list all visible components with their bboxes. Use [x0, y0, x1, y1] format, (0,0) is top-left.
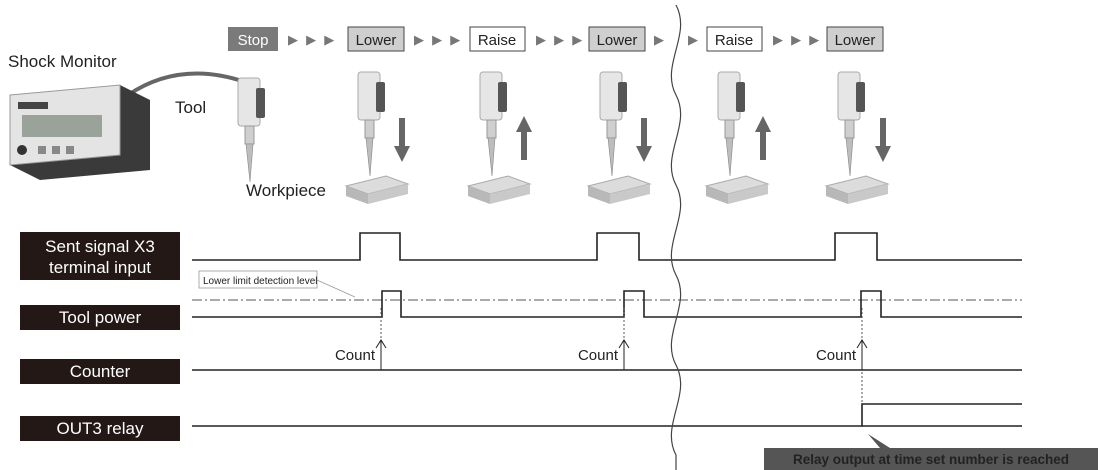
shock-monitor-label: Shock Monitor [8, 52, 117, 71]
tool-label: Tool [175, 98, 206, 117]
step-separator-short: ▶ [688, 33, 700, 48]
tool-power-label: Tool power [59, 308, 142, 327]
out3-relay-label: OUT3 relay [57, 419, 144, 438]
count-marker: Count [335, 306, 387, 370]
counter-label: Counter [70, 362, 131, 381]
down-arrow-icon [875, 118, 891, 162]
out3-relay-waveform [192, 403, 1022, 427]
monitor-logo [18, 102, 48, 109]
time-break-line [670, 4, 682, 470]
tool-illustration [837, 71, 866, 177]
lower-limit-text: Lower limit detection level [203, 276, 318, 287]
workpiece-illustration [705, 175, 769, 205]
step-lower-2: Lower [597, 32, 638, 49]
sequence-row: Stop ▶ ▶ ▶ Lower ▶ ▶ ▶ Raise ▶ ▶ ▶ Lower… [228, 26, 884, 52]
tool-illustration [717, 71, 746, 177]
step-separator: ▶ ▶ ▶ [773, 33, 821, 48]
sent-signal-waveform [192, 232, 1022, 261]
signal-label-counter: Counter [20, 359, 180, 384]
workpiece-illustration [467, 175, 531, 205]
count-marker: Count [816, 306, 868, 426]
monitor-cable [126, 71, 246, 97]
count-label: Count [335, 347, 376, 364]
tool-illustration [237, 77, 266, 183]
step-separator-short: ▶ [654, 33, 666, 48]
relay-note-text: Relay output at time set number is reach… [793, 452, 1069, 467]
step-lower-box-3 [826, 26, 884, 52]
monitor-key [52, 146, 60, 154]
signal-label-out3: OUT3 relay [20, 416, 180, 441]
monitor-button [17, 145, 27, 155]
count-label: Count [816, 347, 857, 364]
up-arrow-icon [618, 339, 630, 349]
tool-power-waveform [192, 290, 1022, 318]
signal-label-box [20, 305, 180, 330]
relay-note-pointer [868, 434, 890, 448]
step-raise-1: Raise [478, 32, 516, 49]
step-lower-box-1 [347, 26, 405, 52]
tool-illustration [357, 71, 386, 177]
down-arrow-icon [394, 118, 410, 162]
up-arrow-icon [755, 116, 771, 160]
up-arrow-icon [516, 116, 532, 160]
sent-signal-line2: terminal input [49, 258, 151, 277]
up-arrow-icon [375, 339, 387, 349]
step-lower-box-2 [588, 26, 646, 52]
sent-signal-line1: Sent signal X3 [45, 237, 155, 256]
step-raise-box-1 [469, 26, 526, 52]
monitor-display [22, 115, 102, 137]
lower-limit-pointer [316, 279, 356, 298]
step-lower-1: Lower [356, 32, 397, 49]
workpiece-illustration [345, 175, 409, 205]
step-separator: ▶ ▶ ▶ [414, 33, 462, 48]
workpiece-illustration [825, 175, 889, 205]
step-raise-box-2 [706, 26, 763, 52]
signal-label-tool-power: Tool power [20, 305, 180, 330]
count-marker: Count [578, 306, 630, 370]
step-lower-3: Lower [835, 32, 876, 49]
monitor-key [38, 146, 46, 154]
step-stop-box [228, 27, 278, 51]
shock-monitor-device: Shock Monitor [8, 52, 246, 180]
step-raise-2: Raise [715, 32, 753, 49]
workpiece-label: Workpiece [246, 181, 326, 200]
monitor-key [66, 146, 74, 154]
workpiece-illustration [587, 175, 651, 205]
relay-note-box [764, 448, 1098, 470]
step-stop: Stop [238, 32, 269, 49]
tool-illustration [479, 71, 508, 177]
signal-label-box [20, 359, 180, 384]
count-label: Count [578, 347, 619, 364]
signal-label-box [20, 232, 180, 280]
lower-limit-callout [198, 270, 318, 289]
down-arrow-icon [636, 118, 652, 162]
signal-label-sent: Sent signal X3 terminal input [20, 232, 180, 280]
step-separator: ▶ ▶ ▶ [288, 33, 336, 48]
tool-illustration [599, 71, 628, 177]
signal-label-box [20, 416, 180, 441]
up-arrow-icon [856, 339, 868, 349]
step-separator: ▶ ▶ ▶ [536, 33, 584, 48]
